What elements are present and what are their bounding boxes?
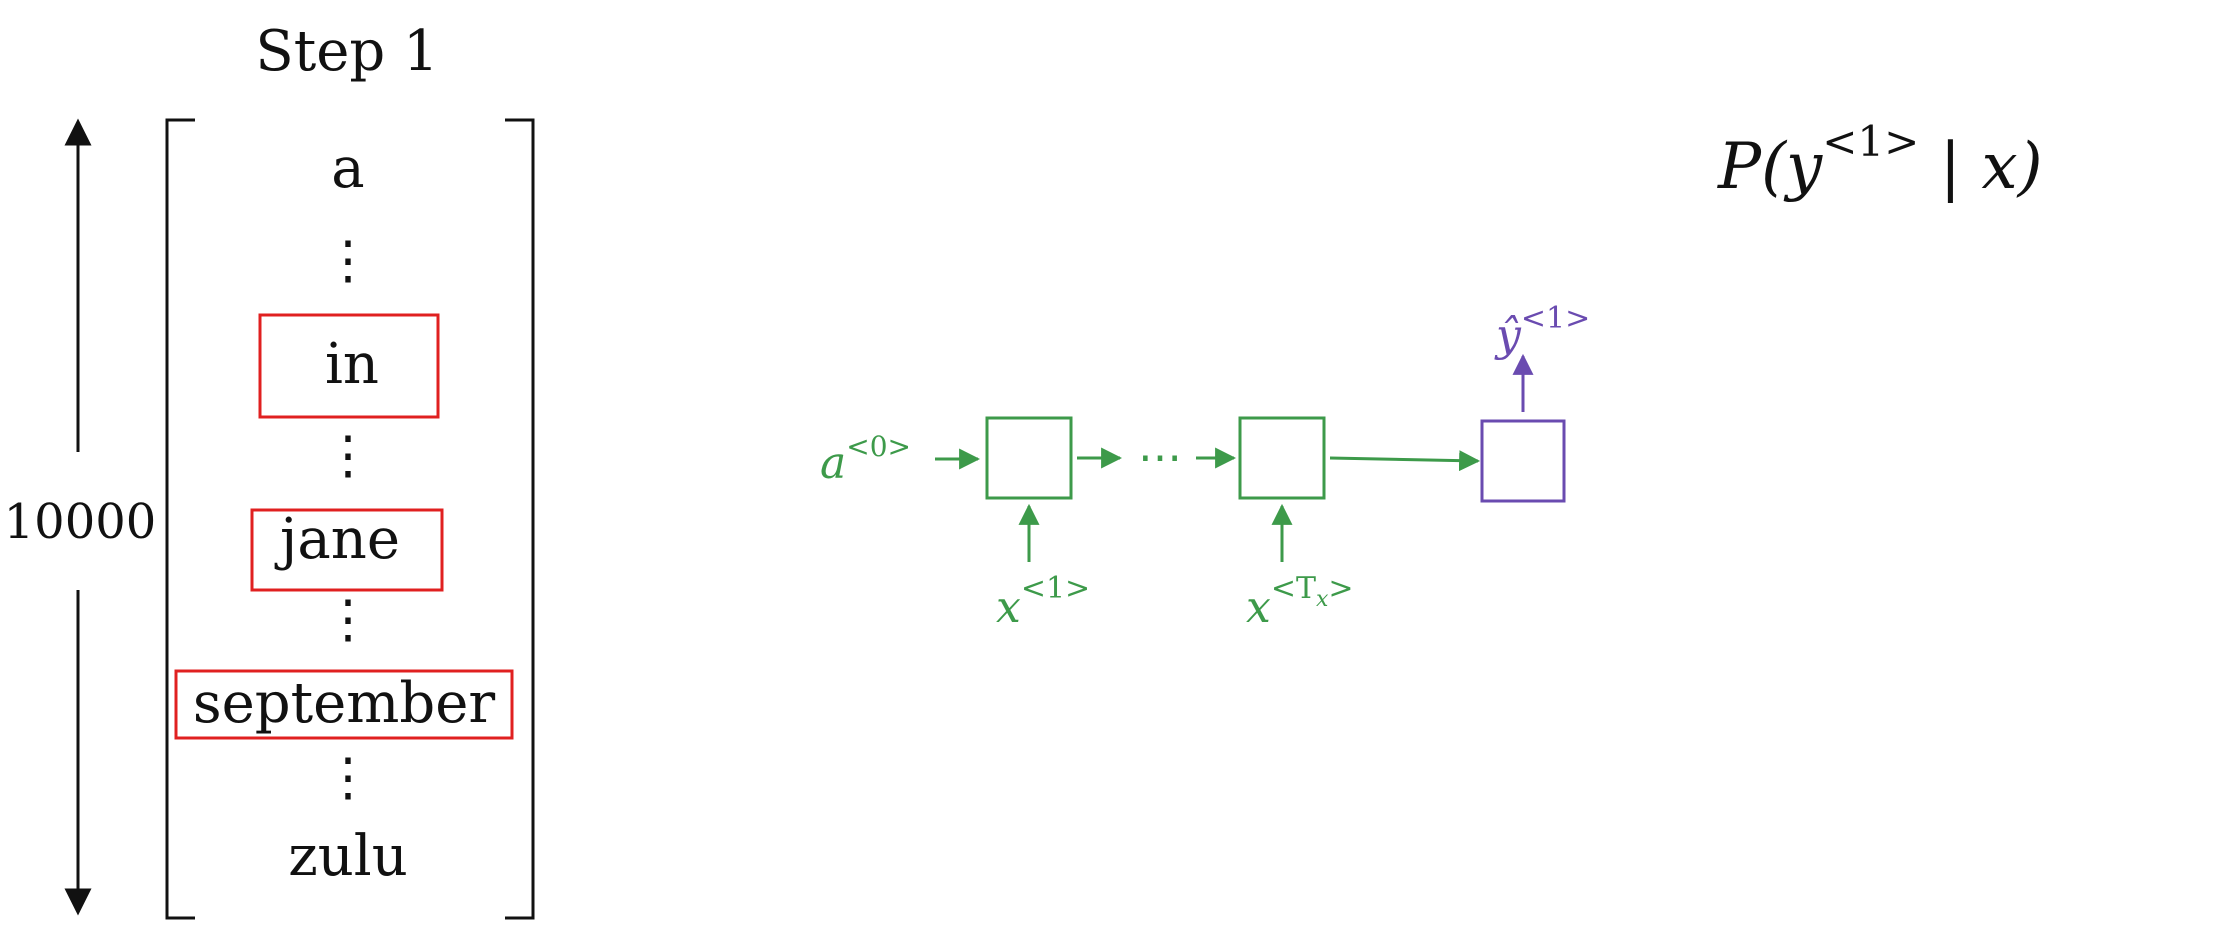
right-bracket — [505, 118, 535, 920]
yhat-label: ŷ<1> — [1494, 301, 1590, 361]
vocab-word-jane: jane — [274, 507, 400, 572]
a0-sup: <0> — [846, 430, 911, 463]
highlight-box-jane — [250, 508, 444, 592]
vocab-word-in: in — [325, 332, 379, 397]
probability-expression: P(y<1> | x) — [1717, 117, 2043, 204]
xtx-sup-lt: <T — [1271, 571, 1316, 606]
xtx-label: x<Tx> — [1246, 571, 1354, 633]
vocab-ellipsis-4: ⋮ — [322, 748, 374, 808]
rnn-cell-tx — [1238, 416, 1326, 500]
xtx-sup-gt: > — [1328, 571, 1353, 606]
rnn-cell-1 — [985, 416, 1073, 500]
vocab-ellipsis-2: ⋮ — [322, 426, 374, 486]
vocab-ellipsis-3: ⋮ — [322, 590, 374, 650]
x1-base: x — [996, 582, 1021, 633]
vocab-word-september: september — [193, 671, 495, 736]
left-bracket — [165, 118, 195, 920]
vocab-ellipsis-1: ⋮ — [322, 231, 374, 291]
x1-label: x<1> — [996, 571, 1090, 633]
yhat-base: ŷ — [1494, 310, 1522, 361]
a0-base: a — [820, 438, 846, 489]
vocab-size-label: 10000 — [4, 494, 157, 550]
probability-superscript: <1> — [1822, 117, 1919, 166]
highlight-box-in — [258, 313, 440, 419]
highlight-box-september — [174, 669, 514, 740]
x1-sup: <1> — [1021, 571, 1090, 606]
vocab-word-a: a — [331, 136, 364, 201]
yhat-sup: <1> — [1521, 301, 1590, 336]
rnn-dots: ⋯ — [1138, 432, 1182, 483]
vocab-word-zulu: zulu — [288, 824, 408, 889]
probability-suffix: | x) — [1919, 130, 2042, 204]
a0-label: a<0> — [820, 430, 911, 489]
xtx-sup-sub: x — [1316, 587, 1329, 612]
celltx-to-output-arrow — [1329, 450, 1481, 472]
probability-prefix: P(y — [1717, 130, 1823, 204]
step-title: Step 1 — [255, 19, 438, 84]
xtx-base: x — [1246, 582, 1271, 633]
rnn-output-cell — [1480, 419, 1566, 503]
